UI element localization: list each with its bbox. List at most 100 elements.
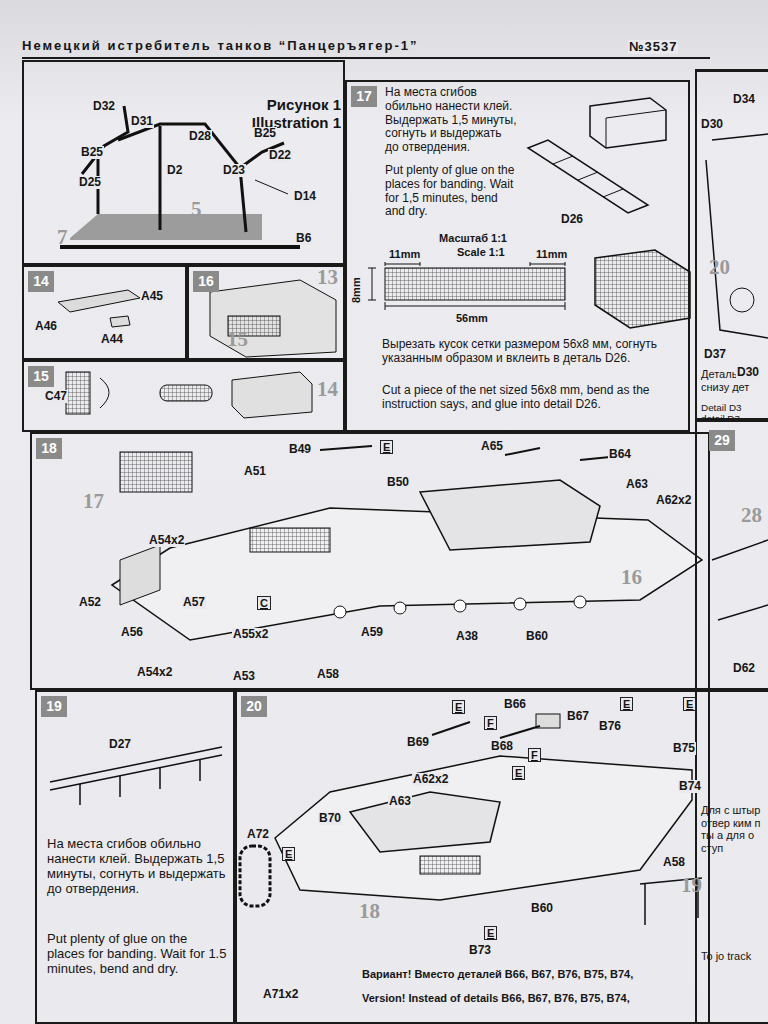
- part-label: B6: [295, 232, 312, 245]
- callout-number: 16: [620, 566, 643, 589]
- dimension-label: 11mm: [388, 248, 421, 260]
- part-label: A58: [316, 668, 340, 681]
- part-label: A63: [625, 478, 649, 491]
- part-label: B49: [288, 443, 312, 456]
- part-label: B68: [490, 740, 514, 753]
- dimension-label: 11mm: [535, 248, 568, 260]
- part-label: A46: [34, 320, 58, 333]
- part-label: A62x2: [655, 494, 692, 507]
- callout-number: 7: [56, 226, 69, 249]
- part-label: B74: [678, 780, 702, 793]
- callout-number: 28: [740, 504, 763, 527]
- paint-code: C: [257, 596, 271, 610]
- part-label: A45: [140, 290, 164, 303]
- part-label: B25: [80, 146, 104, 159]
- instruction-text: Put plenty of glue on the places for ban…: [47, 932, 227, 977]
- callout-number: 17: [82, 490, 105, 513]
- part-label: A63: [388, 795, 412, 808]
- part-label: A59: [360, 626, 384, 639]
- step-number: 16: [193, 271, 219, 292]
- instruction-text: Version! Instead of details B66, B67, B7…: [362, 992, 702, 1005]
- part-label: B60: [530, 902, 554, 915]
- dimension-label: Масштаб 1:1: [438, 232, 508, 244]
- step-number: 15: [28, 366, 54, 387]
- dimension-label: 56mm: [455, 312, 489, 324]
- step-panel: 29: [695, 420, 768, 690]
- callout-number: 14: [316, 378, 339, 401]
- step-number: 20: [241, 696, 267, 717]
- instruction-text: На места сгибов обильно нанести клей. Вы…: [47, 837, 227, 897]
- part-label: D30: [736, 366, 760, 379]
- paint-code: E: [452, 700, 465, 714]
- paint-code: F: [484, 716, 497, 730]
- step-number: 18: [36, 438, 62, 459]
- part-label: C47: [44, 390, 68, 403]
- part-label: D23: [222, 164, 246, 177]
- part-label: A71x2: [262, 988, 299, 1001]
- paint-code: E: [282, 847, 295, 861]
- step-number: 17: [351, 86, 377, 107]
- part-label: D30: [700, 118, 724, 131]
- instruction-text: Вариант! Вместо деталей B66, B67, B76, B…: [362, 968, 702, 981]
- part-label: A72: [246, 828, 270, 841]
- callout-number: 18: [358, 900, 381, 923]
- part-label: D14: [293, 190, 317, 203]
- callout-number: 5: [190, 198, 203, 221]
- part-label: A54x2: [136, 666, 173, 679]
- step-number: 19: [41, 696, 67, 717]
- callout-number: 15: [226, 328, 249, 351]
- callout-number: 19: [680, 874, 703, 897]
- page-title: Немецкий истребитель танков “Панцеръягер…: [22, 38, 419, 53]
- part-label: B25: [253, 127, 277, 140]
- part-label: B67: [566, 710, 590, 723]
- instruction-text: Put plenty of glue on the places for ban…: [385, 164, 517, 219]
- paint-code: E: [620, 697, 633, 711]
- step-panel: Для с штыр отвер ким п ты а для о ступTo…: [695, 690, 768, 1024]
- instruction-text: To jo track: [701, 950, 763, 963]
- part-label: D34: [732, 93, 756, 106]
- part-label: A53: [232, 670, 256, 683]
- part-label: A44: [100, 333, 124, 346]
- part-label: D25: [78, 176, 102, 189]
- instruction-text: На места сгибов обильно нанести клей. Вы…: [385, 86, 517, 155]
- part-label: D32: [92, 100, 116, 113]
- instruction-text: Для с штыр отвер ким п ты а для о ступ: [701, 804, 763, 855]
- part-label: B60: [525, 630, 549, 643]
- callout-number: 13: [316, 266, 339, 289]
- illustration-heading: Рисунок 1: [209, 96, 341, 113]
- part-label: B50: [386, 476, 410, 489]
- part-label: B64: [608, 448, 632, 461]
- dimension-label: Scale 1:1: [456, 246, 506, 258]
- part-label: B66: [503, 698, 527, 711]
- part-label: D28: [188, 130, 212, 143]
- paint-code: E: [380, 440, 393, 454]
- part-label: D37: [703, 348, 727, 361]
- part-label: D22: [268, 149, 292, 162]
- part-label: D31: [130, 115, 154, 128]
- paint-code: E: [484, 926, 497, 940]
- part-label: A38: [455, 630, 479, 643]
- part-label: D62: [732, 662, 756, 675]
- part-label: D2: [166, 164, 183, 177]
- paint-code: E: [512, 766, 525, 780]
- part-label: A62x2: [412, 773, 449, 786]
- part-label: A57: [182, 596, 206, 609]
- part-label: A65: [480, 440, 504, 453]
- part-label: A54x2: [148, 534, 185, 547]
- part-label: A55x2: [232, 628, 269, 641]
- part-label: A56: [120, 626, 144, 639]
- callout-number: 20: [708, 256, 731, 279]
- paint-code: F: [528, 748, 541, 762]
- part-label: B69: [406, 736, 430, 749]
- step-panel: 18: [30, 432, 710, 690]
- step-number: 14: [28, 271, 54, 292]
- part-label: B73: [468, 944, 492, 957]
- instruction-text: Вырезать кусок сетки размером 56х8 мм, с…: [382, 338, 682, 366]
- paint-code: E: [683, 697, 696, 711]
- part-label: A58: [662, 856, 686, 869]
- step-panel: 20Вариант! Вместо деталей B66, B67, B76,…: [235, 690, 710, 1024]
- part-label: A52: [78, 596, 102, 609]
- dimension-label: 8mm: [350, 276, 362, 304]
- part-label: D26: [560, 213, 584, 226]
